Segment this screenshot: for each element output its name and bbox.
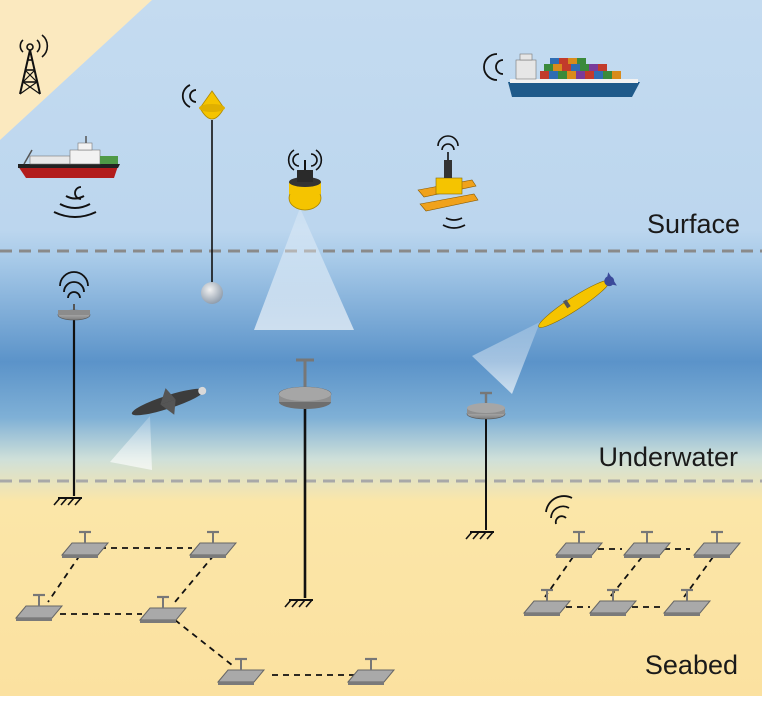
seabed-links bbox=[47, 547, 714, 676]
seabed-zone-label: Seabed bbox=[644, 650, 738, 680]
spar-buoy-signal-icon bbox=[181, 84, 197, 108]
auv-sonar-beam bbox=[472, 322, 540, 394]
underwater-zone-label: Underwater bbox=[598, 442, 738, 472]
moored-sensor-node-icon bbox=[278, 358, 332, 598]
glider-auv-icon bbox=[131, 386, 207, 416]
surface-zone-label: Surface bbox=[646, 209, 740, 239]
spar-buoy-icon bbox=[199, 90, 225, 304]
sonar-buoy-signal-icon bbox=[287, 149, 323, 171]
yellow-auv-icon bbox=[538, 272, 617, 328]
moored-sensor-node-icon bbox=[57, 304, 91, 496]
sonar-beam bbox=[254, 208, 354, 330]
sonar-buoy-icon bbox=[288, 160, 322, 211]
node-signal-icon bbox=[59, 271, 89, 299]
ship-signal-icon bbox=[483, 53, 504, 81]
research-vessel-icon bbox=[18, 136, 120, 178]
unmanned-surface-vehicle-icon bbox=[417, 152, 479, 212]
usv-acoustic-signal-icon bbox=[442, 217, 466, 229]
coast-land bbox=[0, 0, 152, 140]
usv-signal-icon bbox=[437, 135, 459, 151]
vessel-acoustic-signal-icon bbox=[53, 195, 97, 218]
moored-sensor-node-icon bbox=[466, 391, 506, 530]
glider-sonar-beam bbox=[110, 416, 152, 470]
container-ship-icon bbox=[508, 53, 640, 97]
seabed-signal-icon bbox=[545, 495, 573, 525]
radio-tower-icon bbox=[19, 34, 49, 95]
